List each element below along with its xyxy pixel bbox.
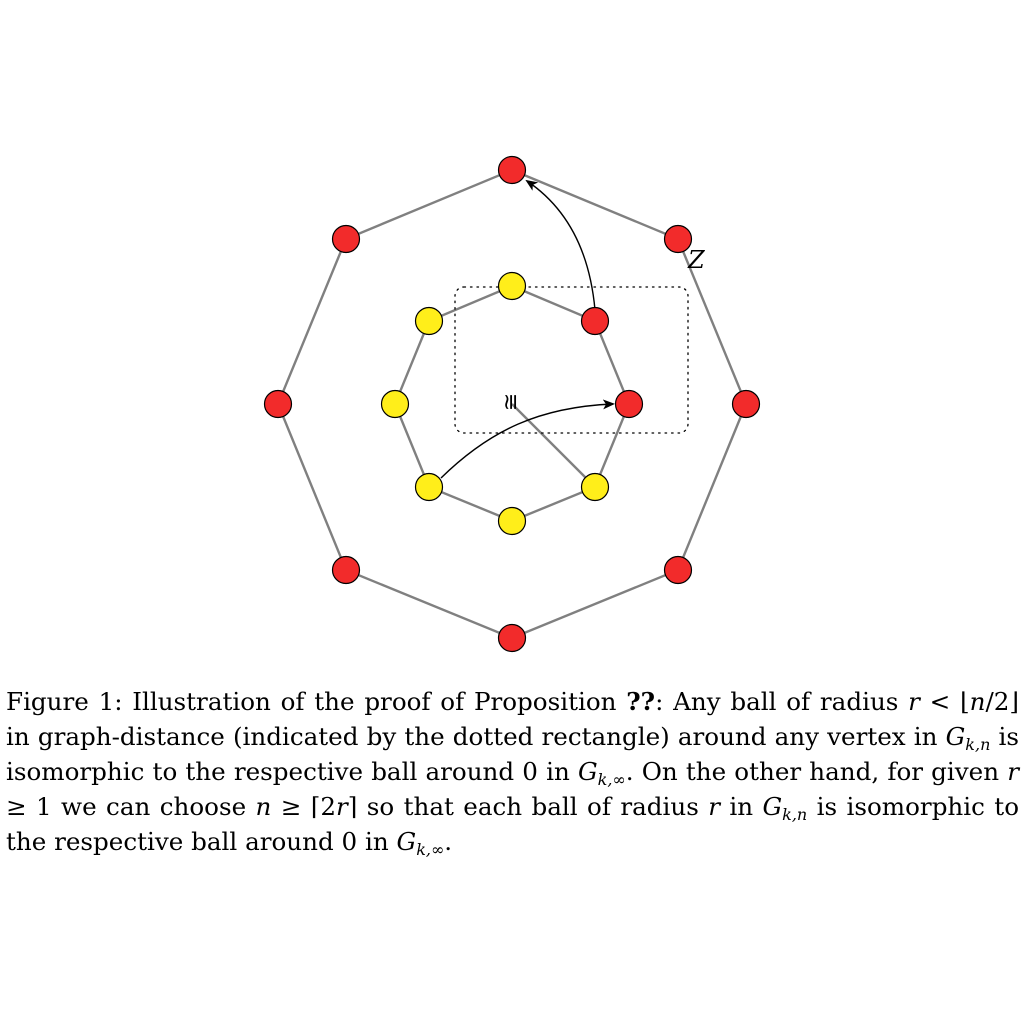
inner-node-left (380, 389, 410, 419)
outer-node-4 (497, 623, 527, 653)
outer-node-5 (331, 555, 361, 585)
ball-rectangle (454, 286, 689, 434)
outer-node-1 (663, 224, 693, 254)
outer-node-3 (663, 555, 693, 585)
graph-figure: Z ≅ (263, 155, 761, 653)
arrow-to-outer-top (525, 179, 596, 311)
inner-node-top (497, 271, 527, 301)
inner-node-bottom (497, 506, 527, 536)
arrow-to-inner-right (440, 399, 615, 479)
outer-nodes (263, 155, 761, 653)
outer-node-7 (331, 224, 361, 254)
inner-node-top-left (414, 306, 444, 336)
caption-lead: Figure 1: (6, 687, 123, 716)
inner-node-bottom-right (580, 472, 610, 502)
iso-symbol: ≅ (499, 393, 524, 411)
inner-nodes (380, 271, 644, 536)
inner-node-right (614, 389, 644, 419)
figure-caption: Figure 1: Illustration of the proof of P… (6, 687, 1020, 859)
inner-node-top-right (580, 306, 610, 336)
outer-node-6 (263, 389, 293, 419)
inner-node-bottom-left (414, 472, 444, 502)
outer-node-2 (731, 389, 761, 419)
proposition-ref: ?? (626, 687, 656, 716)
chord-edge (511, 403, 596, 488)
outer-node-0 (497, 155, 527, 185)
label-z: Z (687, 246, 706, 274)
